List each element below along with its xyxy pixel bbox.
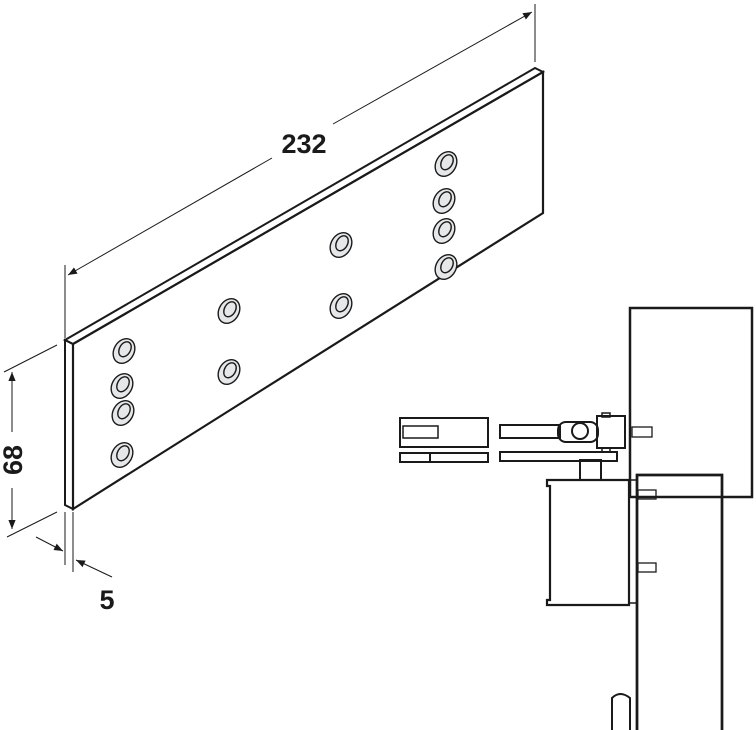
countersunk-hole (112, 337, 136, 365)
countersunk-hole (329, 231, 353, 259)
countersunk-hole (217, 358, 241, 386)
countersunk-hole (434, 253, 458, 281)
plate-top-edge (62, 66, 546, 346)
thickness-dimension: 5 (35, 512, 115, 615)
countersunk-hole (217, 297, 241, 325)
countersunk-hole (111, 399, 135, 427)
countersunk-hole (110, 441, 134, 469)
screw (637, 562, 657, 573)
plate-front-face (71, 70, 545, 511)
arm-upper (399, 417, 489, 448)
countersunk-hole (432, 217, 456, 245)
door-closer-body (545, 478, 631, 607)
length-dimension: 232 (64, 4, 536, 338)
screw (637, 489, 657, 500)
length-label: 232 (281, 129, 326, 159)
countersunk-hole (434, 150, 458, 178)
countersunk-hole (432, 187, 456, 215)
plate-holes (110, 150, 458, 469)
countersunk-hole (110, 372, 134, 400)
countersunk-hole (329, 292, 353, 320)
height-label: 68 (0, 445, 28, 475)
height-dimension: 68 (0, 344, 58, 538)
hinge-pin (611, 693, 631, 730)
door-leaf-section (635, 473, 724, 730)
plate-side-face (64, 338, 74, 511)
thickness-label: 5 (99, 585, 114, 615)
mounting-plate (62, 66, 546, 511)
installation-section (399, 306, 754, 730)
screw (631, 426, 653, 438)
door-frame-section (628, 306, 754, 499)
